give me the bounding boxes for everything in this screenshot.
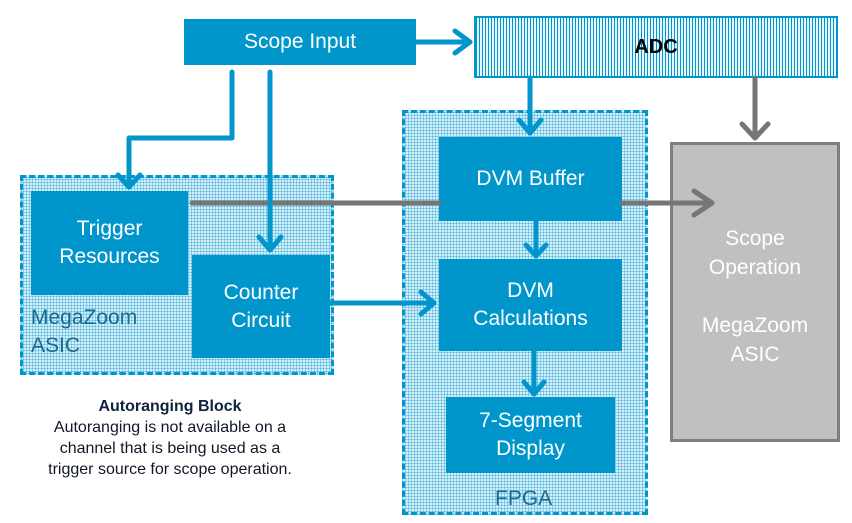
calculations-to-display-arrowhead <box>521 379 547 397</box>
trigger-resources-label-line2: Resources <box>59 245 160 268</box>
autoranging-note: Autoranging Block Autoranging is not ava… <box>20 396 320 480</box>
dvm-buffer-to-calculations-arrowhead <box>523 242 549 259</box>
adc-to-scope-operation-arrowhead <box>739 121 771 141</box>
megazoom-asic-label-line2: ASIC <box>31 334 81 357</box>
scope-operation-label-line2: Operation <box>708 256 802 279</box>
dvm-calculations-label-line1: DVM <box>507 279 554 302</box>
counter-to-dvm-calculations-arrowhead <box>418 289 437 317</box>
counter-circuit-label-line1: Counter <box>223 280 299 304</box>
dvm-calculations-block: DVM Calculations <box>439 259 622 351</box>
scope-input-to-adc-arrowhead <box>452 28 473 56</box>
counter-circuit-label-line2: Circuit <box>231 308 291 332</box>
scope-operation-label-line1: Scope <box>725 227 785 250</box>
scope-input-to-trigger-arrowhead <box>115 172 143 190</box>
trigger-resources-block: Trigger Resources <box>31 191 188 295</box>
fpga-label: FPGA <box>495 487 553 510</box>
seven-segment-label-line1: 7-Segment <box>479 409 582 432</box>
scope-operation-label-line3: MegaZoom <box>701 314 809 337</box>
adc-block: ADC <box>474 16 838 78</box>
scope-operation-label-line4: ASIC <box>730 343 780 366</box>
seven-segment-display-block: 7-Segment Display <box>446 397 615 473</box>
dvm-buffer-label: DVM Buffer <box>476 167 585 190</box>
adc-label: ADC <box>634 35 678 58</box>
autoranging-note-line2: channel that is being used as a <box>59 440 281 457</box>
trigger-resources-label-line1: Trigger <box>76 217 143 240</box>
scope-input-label: Scope Input <box>243 30 357 53</box>
autoranging-note-title: Autoranging Block <box>98 398 242 415</box>
dvm-buffer-block: DVM Buffer <box>439 137 622 221</box>
seven-segment-label-line2: Display <box>496 437 565 460</box>
counter-circuit-block: Counter Circuit <box>192 255 330 358</box>
adc-to-dvm-buffer-arrowhead <box>516 117 544 136</box>
megazoom-asic-label-line1: MegaZoom <box>31 306 138 329</box>
scope-input-block: Scope Input <box>184 19 416 65</box>
autoranging-note-line3: trigger source for scope operation. <box>48 461 292 478</box>
scope-input-to-trigger-line <box>126 69 235 190</box>
dvm-calculations-label-line2: Calculations <box>473 307 588 330</box>
scope-input-to-counter-arrowhead <box>256 234 284 253</box>
autoranging-note-line1: Autoranging is not available on a <box>53 419 287 436</box>
megazoom-asic-label: MegaZoom ASIC <box>31 304 137 360</box>
scope-operation-arrowhead <box>691 188 715 218</box>
